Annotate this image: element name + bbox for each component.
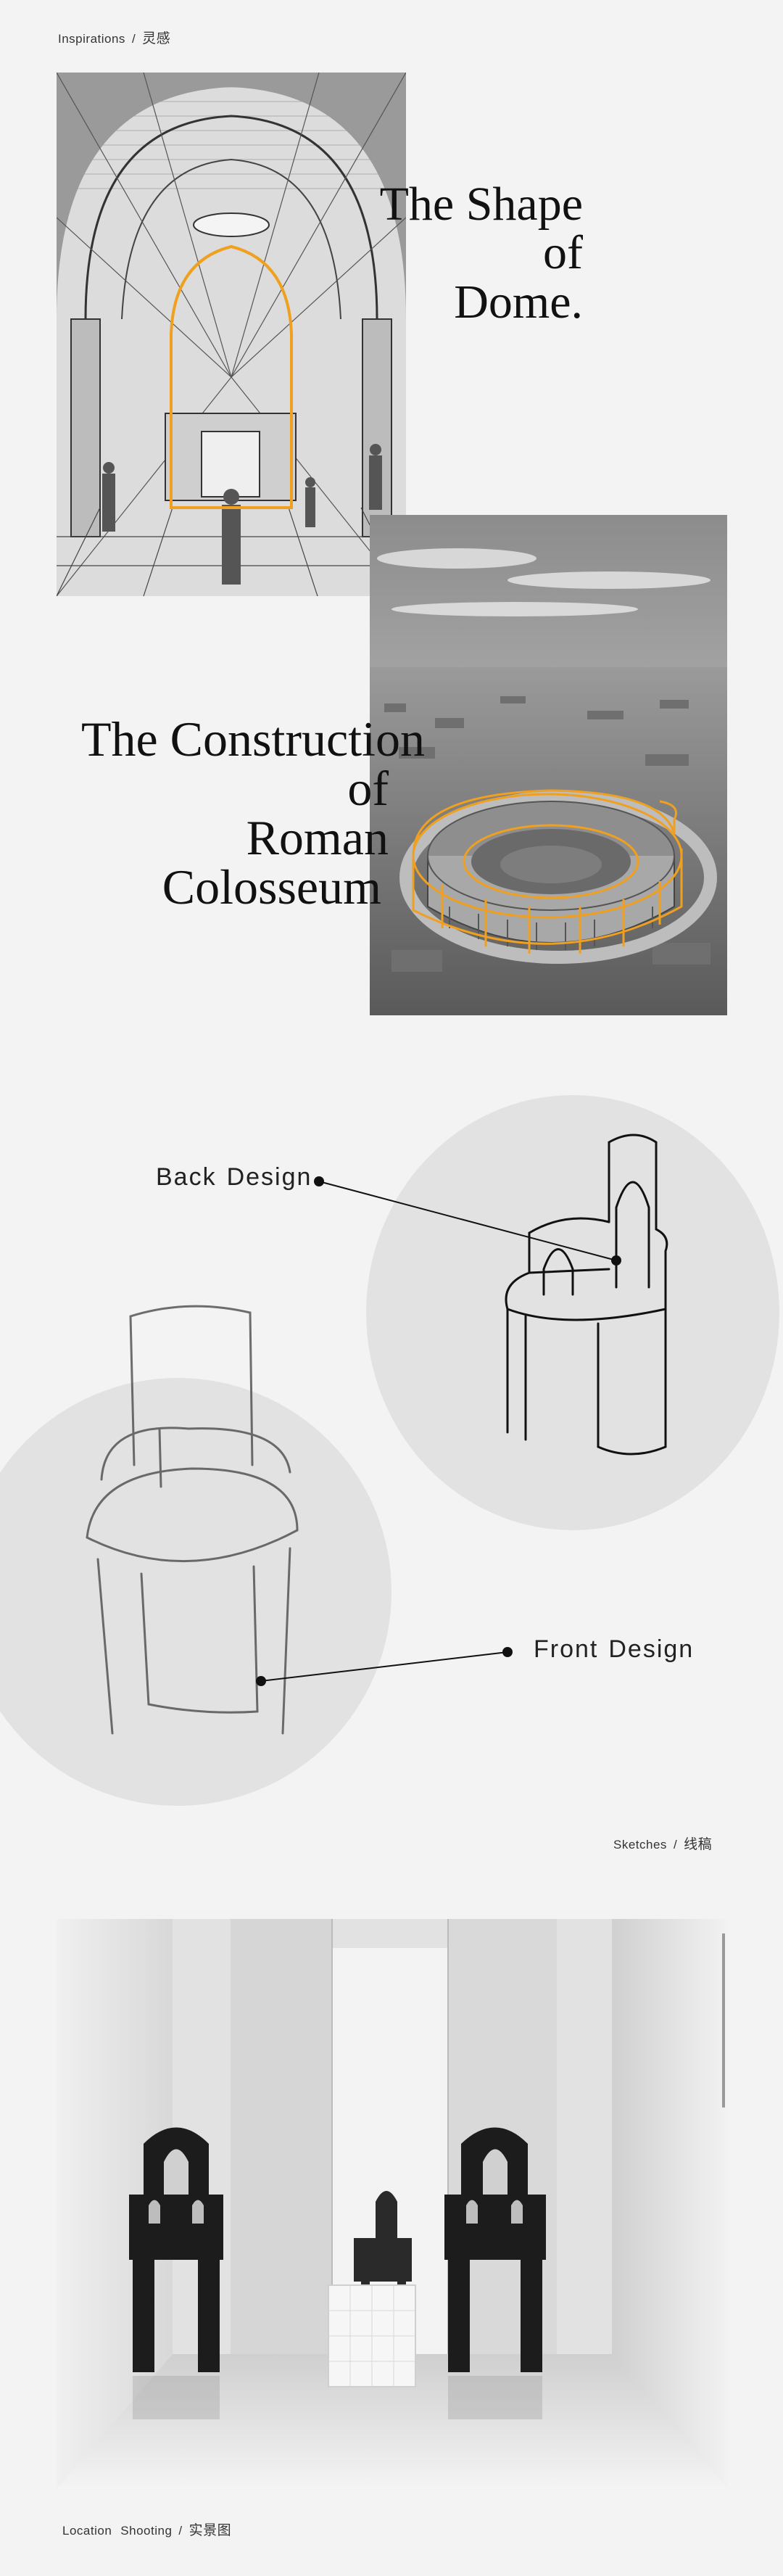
caption-cn: 灵感 — [142, 30, 171, 46]
front-design-label: Front Design — [534, 1635, 694, 1664]
back-design-circle — [366, 1095, 779, 1530]
location-caption: Location Shooting / 实景图 — [62, 2519, 231, 2539]
colosseum-title-line-2: of — [347, 761, 389, 816]
dome-title-line-3: Dome. — [454, 275, 583, 329]
back-design-label: Back Design — [156, 1163, 312, 1192]
front-design-pointer-dot — [502, 1647, 513, 1657]
front-design-target-dot — [256, 1676, 266, 1686]
inspirations-caption: Inspirations / 灵感 — [58, 28, 170, 47]
back-design-label-word-2: Design — [226, 1163, 312, 1191]
colosseum-title-line-4: Colosseum — [162, 859, 381, 915]
location-shooting-photo — [57, 1919, 728, 2489]
colosseum-title: The Construction of Roman Colosseum — [29, 714, 425, 912]
dome-engraving-image — [57, 73, 406, 596]
dome-title-line-1: The Shape — [379, 178, 583, 231]
caption-en: Location — [62, 2524, 112, 2538]
colosseum-title-line-1: The Construction — [80, 711, 425, 767]
caption-separator: / — [673, 1838, 678, 1852]
caption-en: Inspirations — [58, 32, 125, 46]
back-design-sketch — [500, 1128, 689, 1461]
dome-title: The Shape of Dome. — [304, 180, 583, 326]
back-design-leader-line — [260, 1181, 617, 1682]
back-design-label-word-1: Back — [156, 1163, 217, 1191]
front-design-label-word-1: Front — [534, 1635, 599, 1663]
back-design-target-dot — [611, 1255, 621, 1266]
caption-en: Sketches — [613, 1838, 667, 1852]
colosseum-aerial-image — [370, 515, 727, 1015]
caption-en-2: Shooting — [120, 2524, 173, 2538]
front-design-label-word-2: Design — [608, 1635, 695, 1663]
sketches-caption: Sketches / 线稿 — [613, 1833, 712, 1853]
front-design-circle — [0, 1378, 392, 1806]
dome-title-line-2: of — [543, 226, 583, 280]
caption-separator: / — [131, 32, 136, 46]
front-design-sketch — [72, 1298, 319, 1748]
caption-cn: 线稿 — [684, 1836, 713, 1852]
caption-separator: / — [178, 2524, 183, 2538]
colosseum-title-line-3: Roman — [246, 810, 389, 865]
caption-cn: 实景图 — [188, 2522, 232, 2538]
